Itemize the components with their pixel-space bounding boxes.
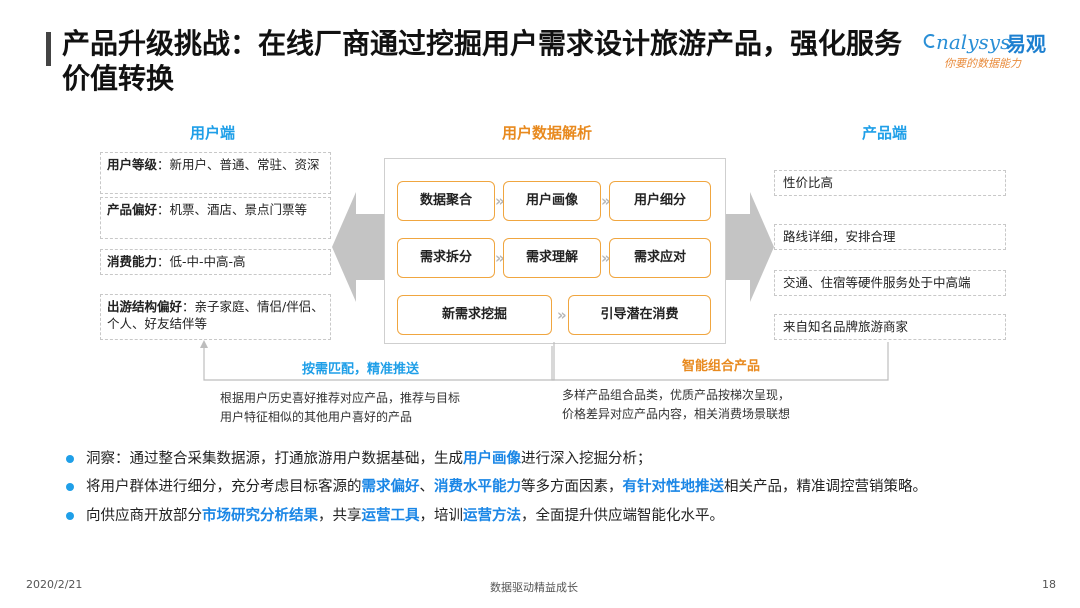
left-flow-arrow-icon <box>332 192 384 302</box>
feedback-connector <box>200 340 889 381</box>
bullet-dot-icon <box>66 512 74 520</box>
logo-text-en: nalysys <box>936 30 1011 54</box>
analysis-chip: 需求应对 <box>609 238 711 278</box>
logo-tagline: 你要的数据能力 <box>944 57 1021 70</box>
user-item-text: ：机票、酒店、景点门票等 <box>157 202 308 217</box>
product-item: 交通、住宿等硬件服务处于中高端 <box>774 270 1006 296</box>
user-column-header: 用户端 <box>190 124 236 142</box>
analysis-chip: 数据聚合 <box>397 181 495 221</box>
user-item-label: 消费能力 <box>107 254 158 269</box>
user-item-label: 用户等级 <box>107 157 158 172</box>
page-number: 18 <box>1042 578 1056 591</box>
chevron-right-icon: » <box>557 306 567 324</box>
right-flow-note: 多样产品组合品类，优质产品按梯次呈现， 价格差异对应产品内容，相关消费场景联想 <box>562 386 790 424</box>
logo-text-cn: 易观 <box>1006 32 1046 56</box>
bullet-dot-icon <box>66 455 74 463</box>
user-item-label: 出游结构偏好 <box>107 299 183 314</box>
product-item: 性价比高 <box>774 170 1006 196</box>
bullet-dot-icon <box>66 483 74 491</box>
product-column-header: 产品端 <box>862 124 908 142</box>
user-item: 出游结构偏好：亲子家庭、情侣/伴侣、个人、好友结伴等 <box>100 294 331 340</box>
analysis-chip: 引导潜在消费 <box>568 295 711 335</box>
user-item: 用户等级：新用户、普通、常驻、资深 <box>100 152 331 194</box>
page-title: 产品升级挑战：在线厂商通过挖掘用户需求设计旅游产品，强化服务价值转换 <box>62 27 903 95</box>
footer-date: 2020/2/21 <box>26 578 83 591</box>
right-flow-label: 智能组合产品 <box>682 359 761 374</box>
chevron-right-icon: » <box>601 249 611 267</box>
bullet-item: 向供应商开放部分市场研究分析结果，共享运营工具，培训运营方法，全面提升供应端智能… <box>66 505 724 527</box>
chevron-right-icon: » <box>495 192 505 210</box>
product-item: 路线详细，安排合理 <box>774 224 1006 250</box>
logo-mark-icon <box>923 34 935 48</box>
footer-slogan: 数据驱动精益成长 <box>490 581 578 594</box>
user-item-label: 产品偏好 <box>107 202 158 217</box>
chevron-right-icon: » <box>601 192 611 210</box>
chevron-right-icon: » <box>495 249 505 267</box>
bullet-item: 将用户群体进行细分，充分考虑目标客源的需求偏好、消费水平能力等多方面因素，有针对… <box>66 476 927 498</box>
analysis-chip: 用户画像 <box>503 181 601 221</box>
user-item-text: ：亲子家庭、情侣/伴侣、个人、好友结伴等 <box>107 299 324 331</box>
note-line: 多样产品组合品类，优质产品按梯次呈现， <box>562 388 791 402</box>
data-column-header: 用户数据解析 <box>502 124 593 142</box>
analysis-chip: 需求理解 <box>503 238 601 278</box>
left-flow-label: 按需匹配，精准推送 <box>302 362 420 377</box>
note-line: 用户特征相似的其他用户喜好的产品 <box>220 410 413 424</box>
analysis-chip: 新需求挖掘 <box>397 295 552 335</box>
user-item-text: ：新用户、普通、常驻、资深 <box>157 157 320 172</box>
right-flow-arrow-icon <box>724 192 774 302</box>
bullet-item: 洞察：通过整合采集数据源，打通旅游用户数据基础，生成用户画像进行深入挖掘分析； <box>66 448 652 470</box>
user-item-text: ：低-中-中高-高 <box>157 254 246 269</box>
product-item: 来自知名品牌旅游商家 <box>774 314 1006 340</box>
left-flow-note: 根据用户历史喜好推荐对应产品，推荐与目标 用户特征相似的其他用户喜好的产品 <box>220 389 460 427</box>
note-line: 价格差异对应产品内容，相关消费场景联想 <box>562 407 791 421</box>
analysis-chip: 用户细分 <box>609 181 711 221</box>
user-item: 产品偏好：机票、酒店、景点门票等 <box>100 197 331 239</box>
analysis-chip: 需求拆分 <box>397 238 495 278</box>
user-item: 消费能力：低-中-中高-高 <box>100 249 331 275</box>
note-line: 根据用户历史喜好推荐对应产品，推荐与目标 <box>220 391 461 405</box>
title-accent-bar <box>46 32 51 66</box>
